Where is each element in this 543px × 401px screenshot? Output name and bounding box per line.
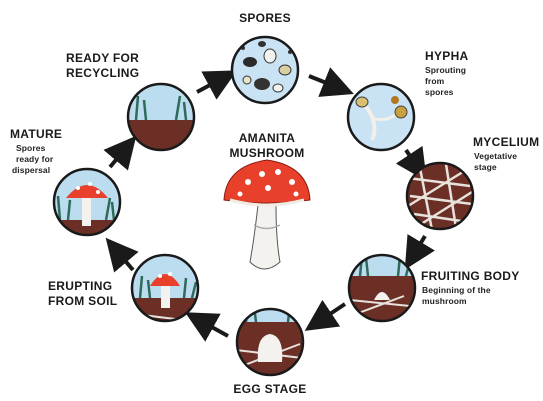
mature-desc-2: ready for xyxy=(16,155,53,164)
center-title-1: AMANITA xyxy=(225,132,309,145)
recycling-title-2: RECYCLING xyxy=(66,67,139,80)
center-title-2: MUSHROOM xyxy=(225,147,309,160)
mycelium-desc-2: stage xyxy=(474,163,497,172)
egg-stage-icon xyxy=(230,304,310,382)
fruiting-body-icon xyxy=(345,255,425,326)
hypha-icon xyxy=(348,84,414,150)
mature-icon xyxy=(50,169,130,260)
fruiting-title: FRUITING BODY xyxy=(421,270,520,283)
hypha-desc-1: Sprouting xyxy=(425,66,466,75)
recycling-title-1: READY FOR xyxy=(66,52,139,65)
egg-title: EGG STAGE xyxy=(225,383,315,396)
mycelium-title: MYCELIUM xyxy=(473,136,539,149)
mature-title: MATURE xyxy=(10,128,62,141)
hypha-desc-3: spores xyxy=(425,88,453,97)
amanita-mushroom-icon xyxy=(224,160,310,269)
fruiting-desc-2: mushroom xyxy=(422,297,467,306)
hypha-title: HYPHA xyxy=(425,50,469,63)
spores-icon xyxy=(232,37,298,103)
spores-title: SPORES xyxy=(235,12,295,25)
erupting-title-1: ERUPTING xyxy=(48,280,112,293)
fruiting-desc-1: Beginning of the xyxy=(422,286,491,295)
recycling-icon xyxy=(124,84,204,160)
erupting-icon xyxy=(128,255,208,338)
hypha-desc-2: from xyxy=(425,77,444,86)
mycelium-icon xyxy=(407,163,473,230)
mature-desc-3: dispersal xyxy=(12,166,50,175)
erupting-title-2: FROM SOIL xyxy=(48,295,117,308)
mycelium-desc-1: Vegetative xyxy=(474,152,517,161)
mature-desc-1: Spores xyxy=(16,144,45,153)
